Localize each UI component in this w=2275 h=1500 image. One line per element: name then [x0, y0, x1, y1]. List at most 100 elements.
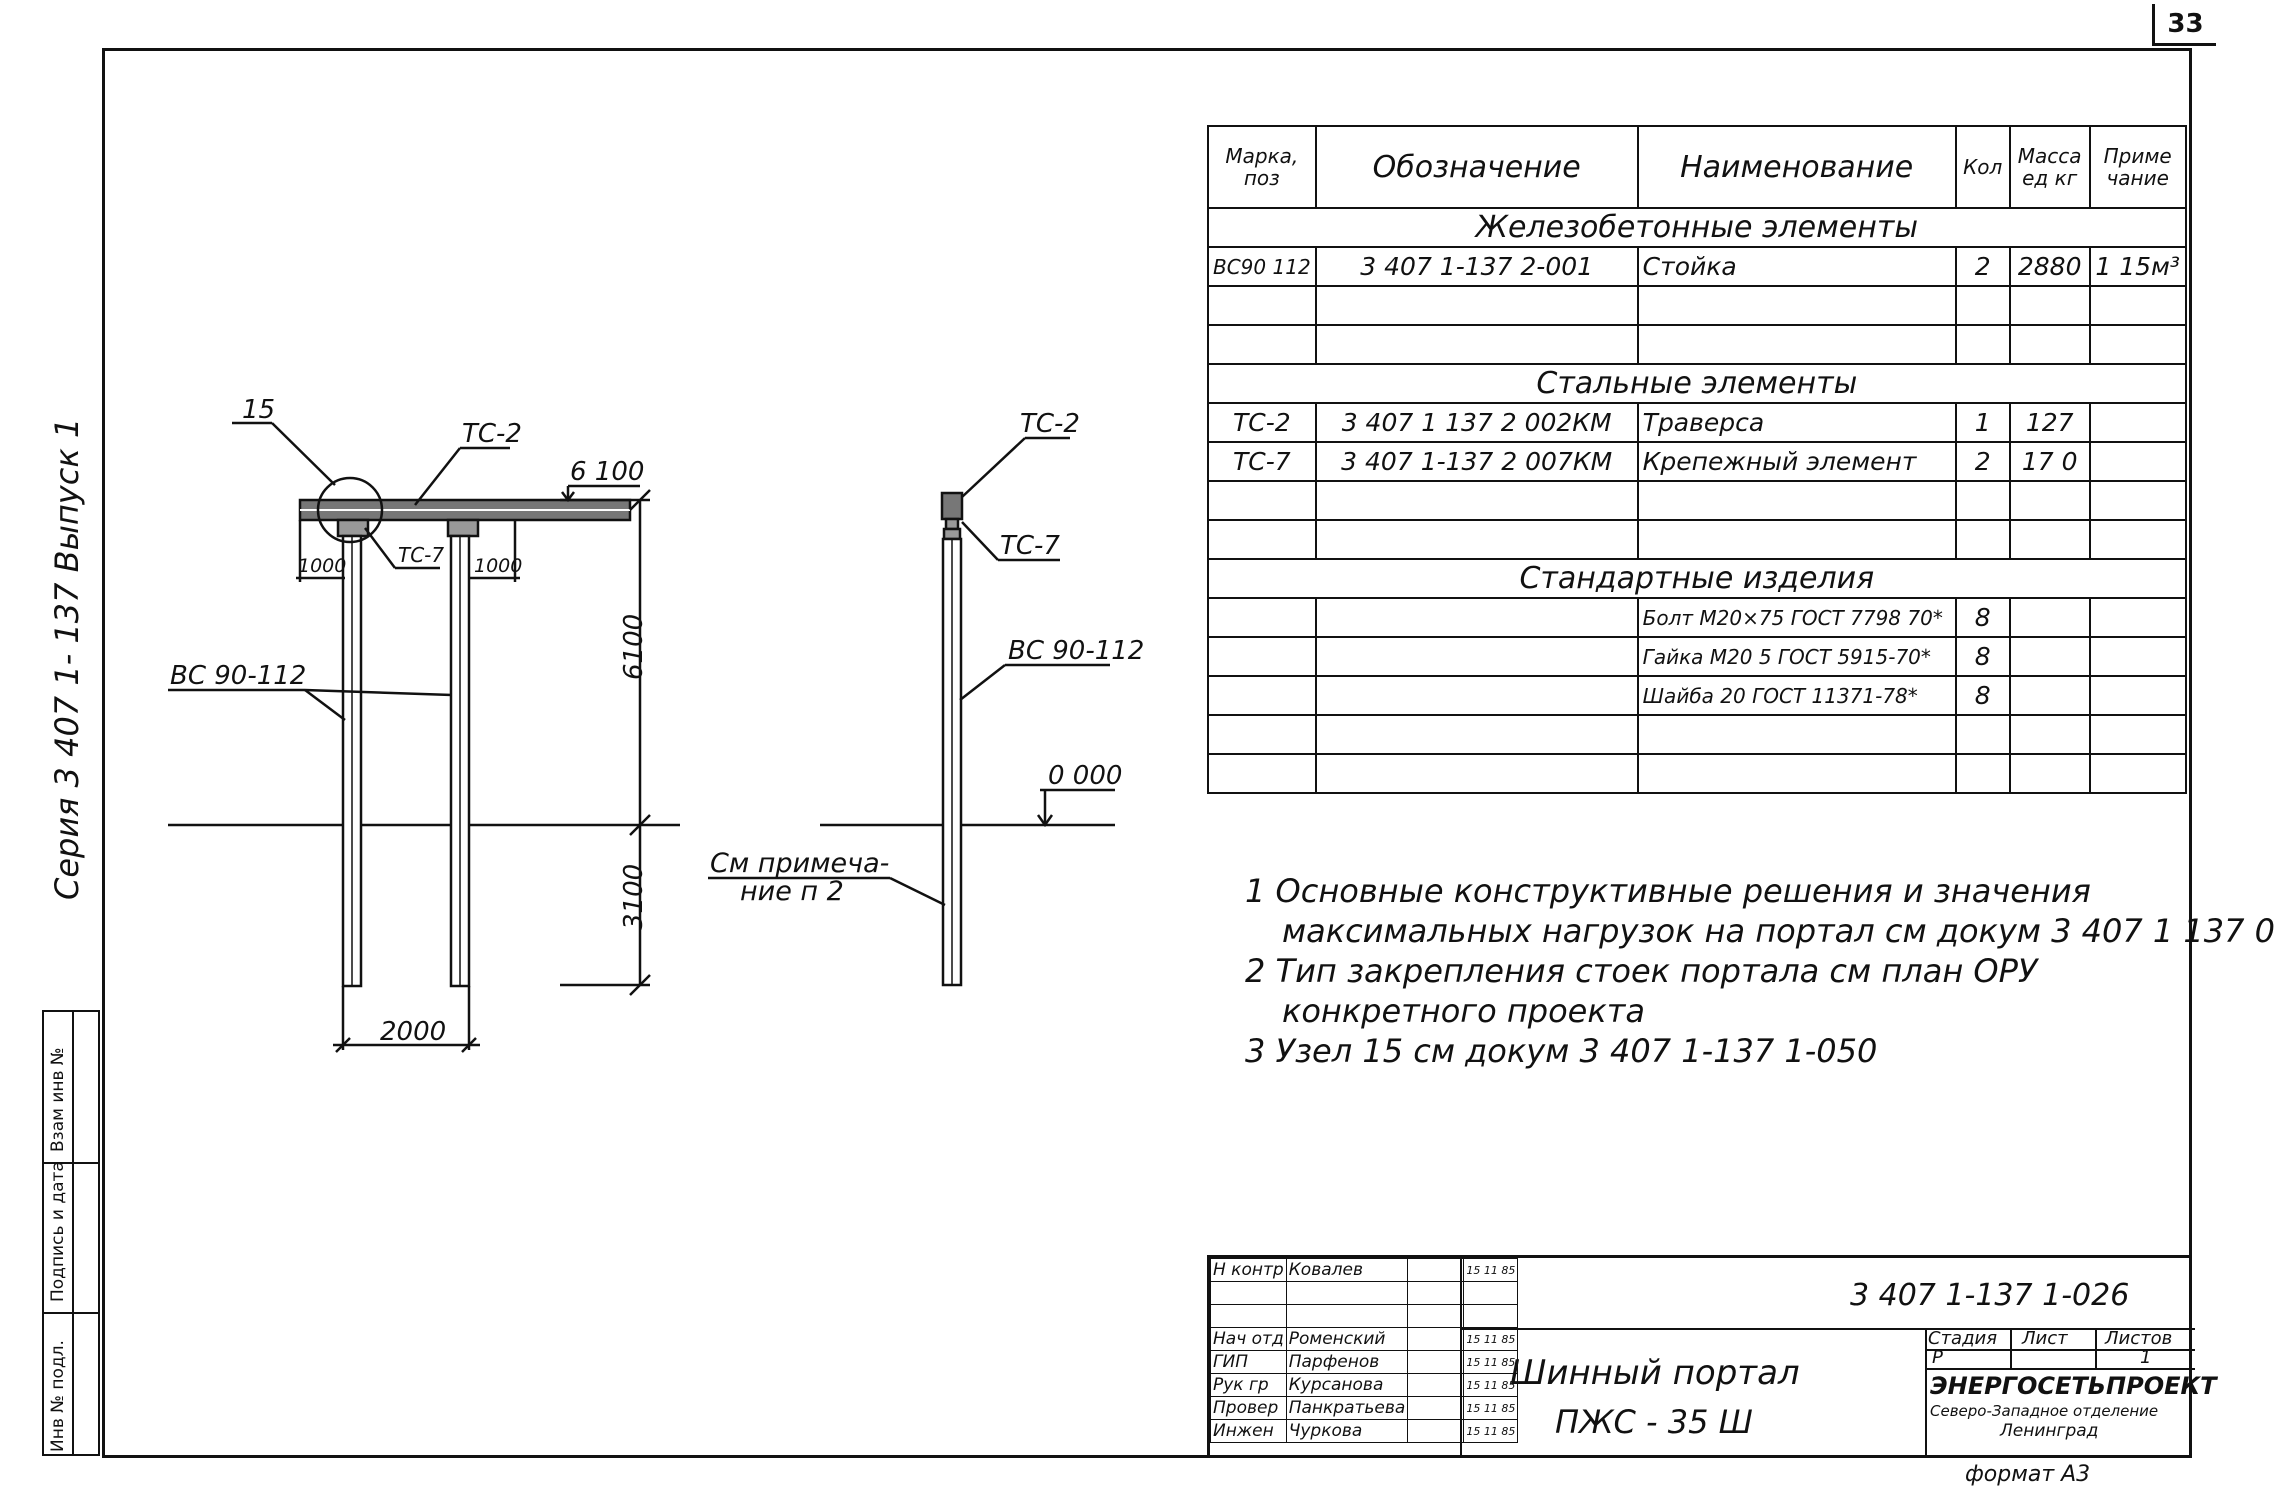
- note-ref-label-1: См примеча-: [710, 848, 889, 879]
- cell-mark: ТС-2: [1207, 402, 1317, 443]
- section-steel: Стальные элементы: [1207, 363, 2187, 404]
- front-post-label: ВС 90-112: [170, 661, 306, 691]
- person: Чуркова: [1285, 1419, 1409, 1443]
- portal-drawing: 15 ТС-2 ТС-7 ВС 90-112 6 100 1000 1000 2…: [168, 395, 1144, 1053]
- note-2-line-1: 2 Тип закрепления стоек портала см план …: [1245, 952, 2038, 990]
- section-row-std: Стандартные изделия: [1207, 558, 2187, 599]
- cell-name: Гайка М20 5 ГОСТ 5915-70*: [1636, 636, 1957, 677]
- table-row: ВС90 112 3 407 1-137 2-001 Стойка 2 2880…: [1207, 246, 2187, 287]
- dim-left-label: 1000: [298, 555, 346, 577]
- signature: [1407, 1396, 1465, 1420]
- date: 15 11 85: [1463, 1327, 1519, 1351]
- person: Панкратьева: [1285, 1396, 1409, 1420]
- header-designation: Обозначение: [1314, 125, 1639, 209]
- header-mass: Масса ед кг: [2008, 125, 2091, 209]
- header-qty: Кол: [1954, 125, 2011, 209]
- page-number: 33: [2152, 4, 2216, 46]
- signature: [1407, 1327, 1465, 1351]
- role: Провер: [1210, 1396, 1287, 1420]
- table-row: ТС-2 3 407 1 137 2 002КМ Траверса 1 127: [1207, 402, 2187, 443]
- header-mark: Марка, поз: [1207, 125, 1317, 209]
- dim-depth-label: 3100: [619, 864, 649, 930]
- sheet-format: формат А3: [1965, 1462, 2091, 1487]
- signature: [1407, 1419, 1465, 1443]
- cell-note: [2088, 441, 2187, 482]
- note-ref-label-2: ние п 2: [740, 876, 844, 907]
- side-post-label: ВС 90-112: [1008, 636, 1144, 666]
- table-header-row: Марка, поз Обозначение Наименование Кол …: [1207, 125, 2187, 209]
- signature-row: Инжен Чуркова 15 11 85: [1210, 1419, 1519, 1443]
- dim-span-label: 2000: [380, 1017, 446, 1047]
- sheets-value: 1: [2140, 1347, 2152, 1368]
- role: Н контр: [1210, 1258, 1287, 1282]
- drawing-title-2: ПЖС - 35 Ш: [1555, 1403, 1753, 1441]
- org-city: Ленинград: [2000, 1421, 2099, 1441]
- signature: [1407, 1258, 1465, 1282]
- section-std: Стандартные изделия: [1207, 558, 2187, 599]
- table-row: Гайка М20 5 ГОСТ 5915-70* 8: [1207, 636, 2187, 677]
- signature-row-empty: [1210, 1281, 1519, 1305]
- stage-label: Стадия: [1928, 1328, 1998, 1349]
- side-stamp: Инв № подл. Подпись и дата Взам инв №: [42, 1010, 100, 1456]
- note-2-line-2: конкретного проекта: [1282, 992, 1645, 1030]
- table-row: ТС-7 3 407 1-137 2 007КМ Крепежный элеме…: [1207, 441, 2187, 482]
- signatures-table: Н контр Ковалев 15 11 85 Нач отд Роменск…: [1210, 1258, 1519, 1443]
- role: Рук гр: [1210, 1373, 1287, 1397]
- cell-mass: 127: [2008, 402, 2091, 443]
- table-row-empty: [1207, 714, 2187, 755]
- cell-qty: 8: [1954, 675, 2011, 716]
- date: 15 11 85: [1463, 1396, 1519, 1420]
- cell-mark: ВС90 112: [1207, 246, 1317, 287]
- section-row-steel: Стальные элементы: [1207, 363, 2187, 404]
- node-15-label: 15: [242, 395, 275, 425]
- cell-name: Шайба 20 ГОСТ 11371-78*: [1636, 675, 1957, 716]
- cell-mass: 2880: [2008, 246, 2091, 287]
- cell-note: 1 15м³: [2088, 246, 2187, 287]
- role: ГИП: [1210, 1350, 1287, 1374]
- cell-designation: 3 407 1 137 2 002КМ: [1314, 402, 1639, 443]
- document-code: 3 407 1-137 1-026: [1850, 1278, 2130, 1313]
- person: Парфенов: [1285, 1350, 1409, 1374]
- table-row-empty: [1207, 285, 2187, 326]
- cell-mark: ТС-7: [1207, 441, 1317, 482]
- cell-qty: 1: [1954, 402, 2011, 443]
- table-row-empty: [1207, 519, 2187, 560]
- cell-mass: 17 0: [2008, 441, 2091, 482]
- note-3: 3 Узел 15 см докум 3 407 1-137 1-050: [1245, 1032, 1878, 1070]
- signature-row: Рук гр Курсанова 15 11 85: [1210, 1373, 1519, 1397]
- side-fastener-label: ТС-7: [1000, 531, 1060, 561]
- person: Роменский: [1285, 1327, 1409, 1351]
- table-row: Болт М20×75 ГОСТ 7798 70* 8: [1207, 597, 2187, 638]
- cell-qty: 8: [1954, 636, 2011, 677]
- drawing-frame: [102, 48, 2192, 1458]
- date: 15 11 85: [1463, 1419, 1519, 1443]
- signature-row: Нач отд Роменский 15 11 85: [1210, 1327, 1519, 1351]
- title-block: Н контр Ковалев 15 11 85 Нач отд Роменск…: [1207, 1255, 2217, 1458]
- cell-qty: 2: [1954, 441, 2011, 482]
- elev-ground-label: 0 000: [1048, 761, 1122, 791]
- cell-name: Болт М20×75 ГОСТ 7798 70*: [1636, 597, 1957, 638]
- elev-top-label: 6 100: [570, 457, 644, 487]
- signature-row: Провер Панкратьева 15 11 85: [1210, 1396, 1519, 1420]
- sheet-label: Лист: [2022, 1328, 2068, 1349]
- specification-table: Марка, поз Обозначение Наименование Кол …: [1207, 125, 2187, 794]
- cell-designation: 3 407 1-137 2-001: [1314, 246, 1639, 287]
- side-traverse-label: ТС-2: [1020, 409, 1080, 439]
- signature: [1407, 1350, 1465, 1374]
- table-row-empty: [1207, 324, 2187, 365]
- person: Курсанова: [1285, 1373, 1409, 1397]
- dim-height-label: 6100: [619, 614, 649, 680]
- cell-note: [2088, 402, 2187, 443]
- section-rc: Железобетонные элементы: [1207, 207, 2187, 248]
- stage-value: Р: [1932, 1347, 1943, 1368]
- table-row-empty: [1207, 753, 2187, 794]
- header-name: Наименование: [1636, 125, 1957, 209]
- signature-row: Н контр Ковалев 15 11 85: [1210, 1258, 1519, 1282]
- signature-row: ГИП Парфенов 15 11 85: [1210, 1350, 1519, 1374]
- dim-right-label: 1000: [474, 555, 522, 577]
- cell-name: Стойка: [1636, 246, 1957, 287]
- drawing-title-1: Шинный портал: [1510, 1353, 1800, 1393]
- org-name: ЭНЕРГОСЕТЬПРОЕКТ: [1930, 1372, 2217, 1400]
- header-note: Приме чание: [2088, 125, 2187, 209]
- cell-name: Крепежный элемент: [1636, 441, 1957, 482]
